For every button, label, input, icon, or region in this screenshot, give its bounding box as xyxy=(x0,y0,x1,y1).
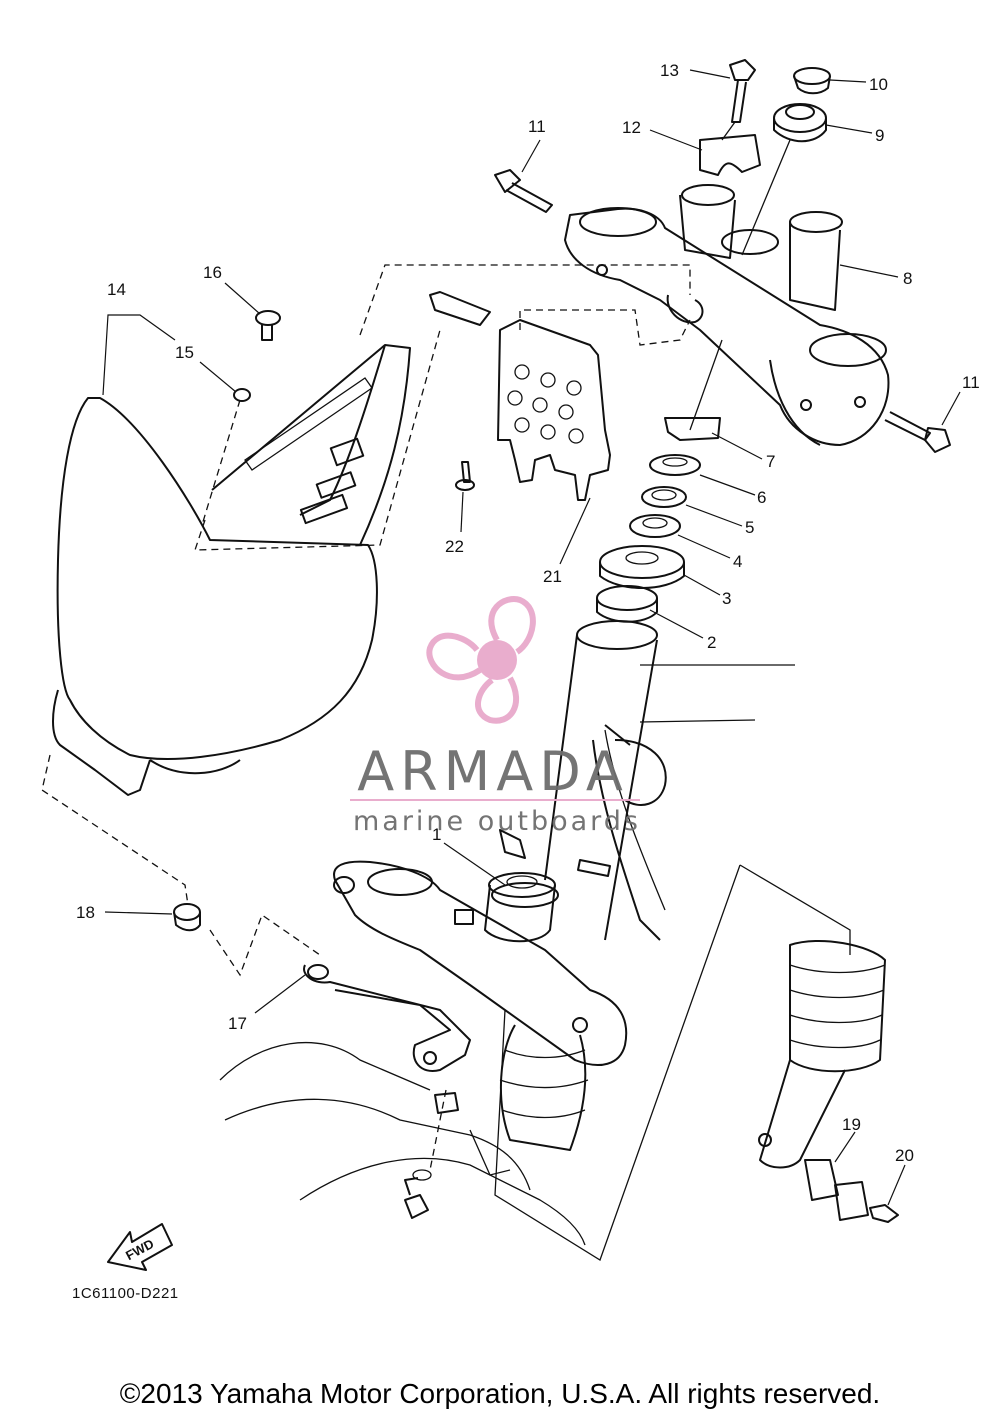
nut-9 xyxy=(773,103,827,143)
bracket-21 xyxy=(429,291,611,501)
copyright-notice: ©2013 Yamaha Motor Corporation, U.S.A. A… xyxy=(119,1378,881,1409)
callout-9: 9 xyxy=(875,126,884,145)
fwd-arrow-icon: FWD xyxy=(107,1223,173,1271)
callout-18: 18 xyxy=(76,903,95,922)
grommet-18 xyxy=(173,903,201,932)
fwd-label: FWD xyxy=(123,1236,156,1263)
callout-12: 12 xyxy=(622,118,641,137)
screw-16 xyxy=(255,310,281,341)
leader-lines xyxy=(102,69,961,1206)
assembly-line-13 xyxy=(721,121,736,141)
bolt-20 xyxy=(869,1204,899,1223)
fork-boot xyxy=(759,939,886,1169)
callout-2: 2 xyxy=(707,633,716,652)
callout-8: 8 xyxy=(903,269,912,288)
bolt-13 xyxy=(729,59,756,123)
guide-line-fork xyxy=(739,864,851,955)
callout-21: 21 xyxy=(543,567,562,586)
bolt-11-right xyxy=(884,411,951,453)
handlebar-holder-12 xyxy=(699,134,761,176)
callout-7: 7 xyxy=(766,452,775,471)
watermark-logo: ARMADA marine outboards xyxy=(350,596,641,837)
callout-22: 22 xyxy=(445,537,464,556)
guide-line-17 xyxy=(209,913,321,977)
guide-line-cover-lower xyxy=(194,329,441,551)
callout-6: 6 xyxy=(757,488,766,507)
callout-11-left: 11 xyxy=(528,117,546,136)
callout-4: 4 xyxy=(733,552,742,571)
callout-13: 13 xyxy=(660,61,679,80)
diagram-code: 1C61100-D221 xyxy=(72,1285,179,1302)
guide-line-18 xyxy=(41,754,189,906)
cable-clamp xyxy=(499,829,611,877)
bearing-1 xyxy=(491,882,559,908)
guide-line-cover xyxy=(359,264,691,336)
fork-boot-left xyxy=(499,1024,589,1151)
callout-14: 14 xyxy=(107,280,126,299)
bearing-2 xyxy=(596,585,658,623)
callout-11-right: 11 xyxy=(962,373,980,392)
guide-line-stem-2 xyxy=(639,719,756,723)
collar-15 xyxy=(233,388,251,402)
bolt-11-left xyxy=(494,169,553,213)
lock-washer-7 xyxy=(664,417,721,441)
screw-22 xyxy=(455,461,475,491)
ring-nut-6 xyxy=(649,454,701,476)
cable-guide-17 xyxy=(303,964,471,1072)
collar-bolt xyxy=(404,1089,459,1219)
watermark-tagline: marine outboards xyxy=(353,806,641,837)
washer-5 xyxy=(641,486,687,508)
guide-line-15 xyxy=(201,399,241,526)
callout-16: 16 xyxy=(203,263,222,282)
callout-10: 10 xyxy=(869,75,888,94)
lower-bracket xyxy=(333,860,628,1066)
callout-19: 19 xyxy=(842,1115,861,1134)
assembly-line-9 xyxy=(741,139,791,256)
guide-line-fork-lower xyxy=(494,864,741,1261)
guide-line-21 xyxy=(519,309,691,346)
callout-5: 5 xyxy=(745,518,754,537)
frame-outline xyxy=(219,1041,586,1246)
callout-3: 3 xyxy=(722,589,731,608)
callout-labels: 1 2 3 4 5 6 7 8 9 10 11 11 12 13 14 15 1… xyxy=(76,61,980,1165)
steering-stem xyxy=(544,620,666,941)
headlight-cover xyxy=(52,344,411,796)
callout-17: 17 xyxy=(228,1014,247,1033)
callout-20: 20 xyxy=(895,1146,914,1165)
dust-seal-3 xyxy=(599,545,685,589)
cap-10 xyxy=(793,67,831,95)
callout-15: 15 xyxy=(175,343,194,362)
clamp-ring xyxy=(604,724,667,806)
propeller-icon xyxy=(426,596,536,724)
callout-1: 1 xyxy=(432,825,441,844)
watermark-brand: ARMADA xyxy=(357,740,629,803)
assembly-line-stack xyxy=(689,339,723,431)
ring-nut-4 xyxy=(629,514,681,538)
upper-bracket xyxy=(564,184,890,446)
holder-19 xyxy=(758,1133,869,1221)
